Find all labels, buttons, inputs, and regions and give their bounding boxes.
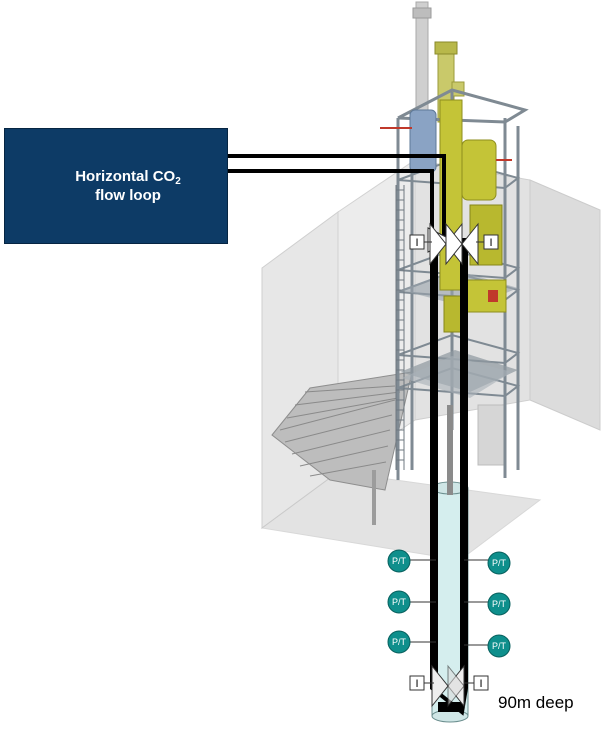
flow-loop-line1: Horizontal CO bbox=[75, 168, 176, 185]
flow-loop-line2: flow loop bbox=[95, 187, 161, 204]
svg-text:I: I bbox=[415, 237, 418, 249]
ladder bbox=[395, 185, 405, 470]
flow-loop-title: Horizontal CO2 bbox=[75, 167, 181, 187]
horizontal-co2-flow-loop-box: Horizontal CO2 flow loop bbox=[4, 128, 228, 244]
sensor-label: P/T bbox=[392, 637, 407, 647]
sensor-label: P/T bbox=[392, 597, 407, 607]
floor-grating bbox=[271, 371, 413, 525]
sensor-icon: P/T bbox=[387, 549, 436, 573]
sensor-icon: P/T bbox=[387, 630, 436, 654]
svg-text:I: I bbox=[415, 678, 418, 690]
flow-lines bbox=[228, 154, 468, 716]
sensor-label: P/T bbox=[492, 641, 507, 651]
sensor-icon: P/T bbox=[464, 551, 511, 575]
valve-icon bbox=[429, 222, 479, 266]
actuator-icon: I I bbox=[409, 234, 499, 250]
bottom-valve-icon bbox=[431, 664, 465, 708]
depth-label: 90m deep bbox=[498, 693, 574, 712]
sensor-label: P/T bbox=[492, 599, 507, 609]
bottom-actuator-icon: I I bbox=[409, 675, 489, 691]
flow-loop-subscript: 2 bbox=[175, 176, 181, 187]
sensor-icon: P/T bbox=[464, 592, 511, 616]
sensors: P/T P/T P/T P/T P/T P/T bbox=[387, 549, 511, 658]
svg-text:I: I bbox=[479, 678, 482, 690]
sensor-icon: P/T bbox=[464, 634, 511, 658]
sensor-label: P/T bbox=[392, 556, 407, 566]
sensor-icon: P/T bbox=[387, 590, 436, 614]
sensor-label: P/T bbox=[492, 558, 507, 568]
svg-text:I: I bbox=[489, 237, 492, 249]
